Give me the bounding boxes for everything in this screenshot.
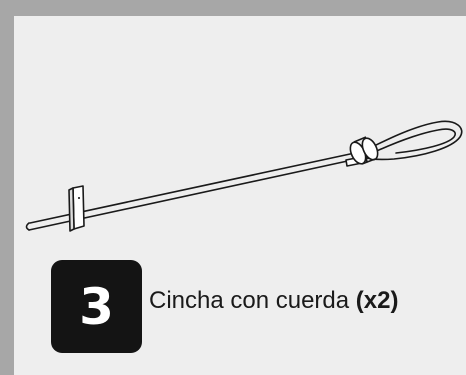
strap-with-cord-icon	[25, 120, 463, 232]
item-quantity: (x2)	[355, 287, 399, 314]
item-name: Cincha con cuerda	[149, 287, 350, 314]
step-number-badge: 3	[51, 260, 142, 353]
step-caption: Cincha con cuerda (x2)	[149, 289, 398, 313]
step-number: 3	[79, 277, 114, 336]
